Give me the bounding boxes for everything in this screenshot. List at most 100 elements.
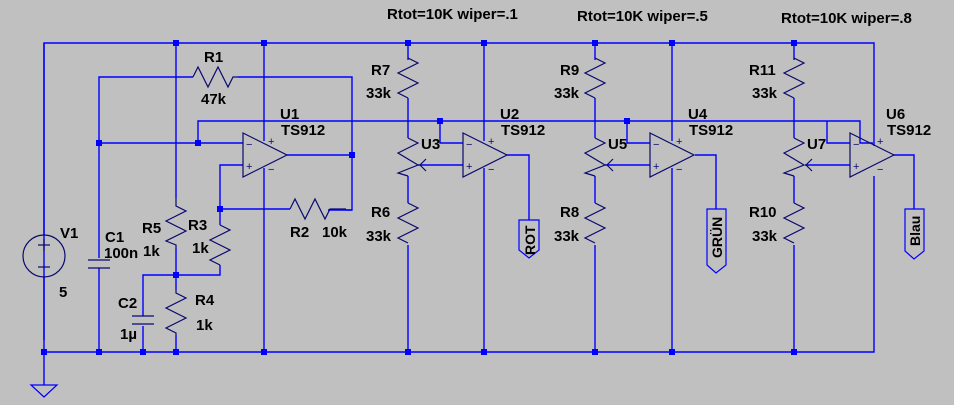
u2-value: TS912 [501, 122, 545, 139]
junctions [41, 40, 797, 355]
wire-u6-inv[interactable] [826, 121, 850, 144]
r6-name: R6 [371, 204, 390, 221]
plus-pin-icon: + [488, 136, 494, 148]
potentiometer-u7[interactable] [782, 137, 813, 177]
net-label-rot[interactable]: ROT [518, 219, 540, 259]
wires [43, 42, 915, 385]
directive-wiper-3[interactable]: Rtot=10K wiper=.8 [781, 10, 912, 27]
wire-r1-right[interactable] [238, 76, 353, 211]
resistor-r9[interactable] [583, 57, 607, 99]
resistor-r2[interactable] [289, 197, 346, 221]
resistor-r1[interactable] [192, 65, 238, 89]
r8-name: R8 [560, 204, 579, 221]
net-label-rot-text: ROT [522, 225, 538, 255]
junction [261, 349, 267, 355]
junction [140, 349, 146, 355]
net-label-blau[interactable]: Blau [904, 208, 925, 260]
r11-name: R11 [749, 62, 776, 79]
r4-name: R4 [195, 292, 215, 309]
wire-r3-bottom[interactable] [176, 265, 221, 276]
r5-name: R5 [142, 220, 161, 237]
wire-c2-top[interactable] [142, 274, 176, 316]
r10-value: 33k [752, 228, 778, 245]
junction [41, 349, 47, 355]
r4-value: 1k [196, 317, 213, 334]
wire-ground-rail[interactable] [44, 176, 875, 353]
voltage-source-v1[interactable] [22, 234, 66, 278]
r7-value: 33k [366, 85, 392, 102]
u4-value: TS912 [689, 122, 733, 139]
resistor-r5[interactable] [164, 198, 188, 248]
junction [791, 349, 797, 355]
net-label-blau-text: Blau [907, 216, 923, 246]
net-label-gruen-text: GRÜN [709, 217, 725, 258]
plus-pin-icon: + [877, 136, 883, 148]
junction [96, 349, 102, 355]
minus-pin-icon: − [488, 164, 494, 176]
capacitor-c2[interactable] [132, 315, 154, 325]
resistor-r6[interactable] [396, 202, 420, 244]
r1-name: R1 [204, 49, 223, 66]
junction [217, 206, 223, 212]
resistor-r4[interactable] [164, 290, 188, 335]
ground-symbol[interactable] [29, 384, 59, 398]
net-label-gruen[interactable]: GRÜN [706, 208, 727, 274]
potentiometer-u5[interactable] [583, 137, 614, 177]
wire-u4-inv[interactable] [626, 121, 650, 144]
resistor-r11[interactable] [782, 57, 806, 99]
wire-u2-inv[interactable] [439, 121, 463, 144]
junction [624, 118, 630, 124]
wire-u2-out[interactable] [507, 154, 530, 220]
c1-name: C1 [105, 229, 124, 246]
r1-value: 47k [201, 91, 227, 108]
opamp-u6[interactable]: −++− [849, 132, 896, 178]
r2-name: R2 [290, 224, 309, 241]
directive-wiper-2[interactable]: Rtot=10K wiper=.5 [577, 8, 708, 25]
wire-c1-top[interactable] [98, 76, 193, 258]
wire-r3-top[interactable] [219, 164, 243, 225]
junction [669, 349, 675, 355]
v1-name: V1 [60, 225, 78, 242]
wire-u6-out[interactable] [893, 154, 915, 209]
plus-pin-icon: + [653, 161, 659, 173]
minus-pin-icon: − [877, 164, 883, 176]
junction [405, 349, 411, 355]
junction [791, 40, 797, 46]
r6-value: 33k [366, 228, 392, 245]
junction [173, 40, 179, 46]
r11-value: 33k [752, 85, 778, 102]
u6-value: TS912 [887, 122, 931, 139]
r2-value: 10k [322, 224, 348, 241]
minus-pin-icon: − [676, 164, 682, 176]
resistor-r10[interactable] [782, 202, 806, 244]
r8-value: 33k [554, 228, 580, 245]
c2-value: 1µ [120, 326, 137, 343]
wire-u4-out[interactable] [695, 154, 717, 209]
resistor-r7[interactable] [396, 57, 420, 99]
u1-name: U1 [280, 106, 299, 123]
junction [173, 349, 179, 355]
directive-wiper-1[interactable]: Rtot=10K wiper=.1 [387, 6, 518, 23]
r10-name: R10 [749, 204, 777, 221]
r5-value: 1k [143, 243, 160, 260]
minus-pin-icon: − [268, 164, 274, 176]
u5-name: U5 [608, 136, 627, 153]
opamp-u4[interactable]: −++− [649, 132, 696, 178]
opamp-u2[interactable]: −++− [462, 132, 509, 178]
junction [349, 152, 355, 158]
junction [195, 140, 201, 146]
wire-mid-ref[interactable] [197, 120, 873, 144]
capacitor-c1[interactable] [88, 259, 110, 269]
resistor-r3[interactable] [208, 224, 232, 266]
potentiometer-u3[interactable] [396, 137, 427, 177]
junction [669, 40, 675, 46]
c2-name: C2 [118, 295, 137, 312]
resistor-r8[interactable] [583, 202, 607, 244]
u7-name: U7 [807, 136, 826, 153]
junction [261, 40, 267, 46]
plus-pin-icon: + [853, 161, 859, 173]
r9-name: R9 [560, 62, 579, 79]
wire-top-rail[interactable] [43, 42, 875, 340]
u1-value: TS912 [281, 122, 325, 139]
opamp-u1[interactable]: −++− [242, 132, 289, 178]
